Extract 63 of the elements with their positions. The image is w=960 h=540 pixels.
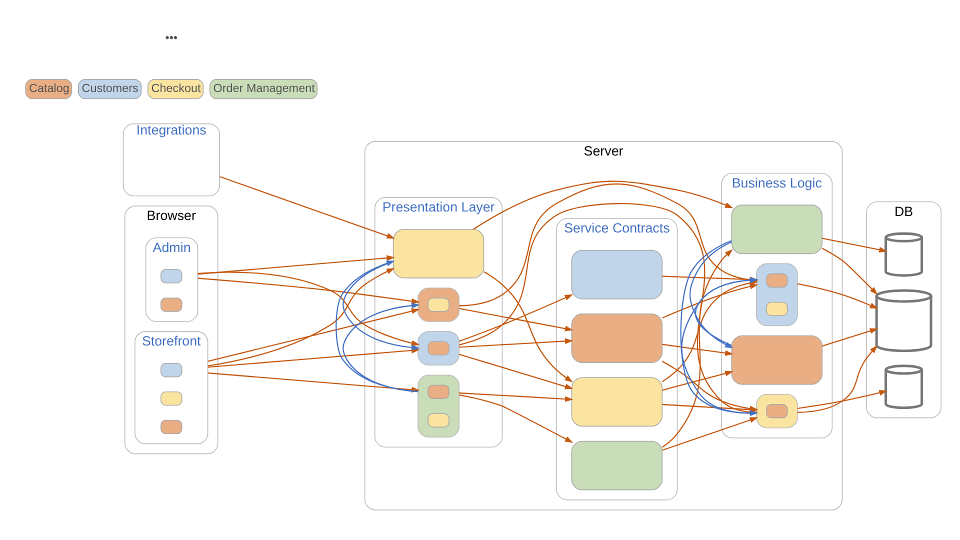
- arrow: [662, 344, 734, 356]
- arrow: [342, 261, 420, 350]
- cluster: [418, 374, 460, 438]
- node-box: [571, 250, 663, 300]
- node-box: [571, 377, 663, 427]
- arrow: [458, 308, 574, 332]
- arrow: [208, 268, 395, 367]
- node-box: [428, 298, 450, 312]
- arrow: [458, 394, 574, 443]
- node-box: [160, 420, 182, 434]
- node-box: [428, 384, 450, 399]
- cluster: [418, 331, 460, 366]
- node-box: [766, 273, 788, 288]
- arrow: [822, 238, 888, 253]
- node-box: [428, 413, 450, 428]
- arrow: [336, 260, 418, 392]
- arrow: [459, 338, 574, 348]
- node-box: [160, 391, 182, 406]
- arrow: [689, 241, 734, 348]
- node-box: [160, 298, 182, 312]
- arrow: [459, 392, 574, 402]
- node-box: [731, 335, 823, 385]
- arrow: [198, 255, 395, 275]
- node-box: [160, 269, 182, 284]
- cluster: Admin: [145, 237, 198, 322]
- arrow: [662, 249, 733, 448]
- node-box: [571, 314, 663, 363]
- arrow: [797, 345, 878, 413]
- cluster: DB: [866, 201, 942, 418]
- arrow: [484, 271, 573, 382]
- cluster: [418, 288, 460, 322]
- cluster: Presentation Layer: [374, 197, 503, 448]
- arrow: [822, 328, 878, 347]
- arrow: [822, 248, 878, 295]
- cluster: Storefront: [134, 331, 208, 444]
- cluster: Service Contracts: [556, 218, 678, 500]
- arrow: [198, 278, 420, 304]
- arrow: [662, 417, 758, 451]
- arrow: [458, 294, 574, 342]
- legend-label: Checkout: [151, 82, 201, 96]
- node-box: [766, 404, 788, 418]
- node-box: [571, 440, 663, 490]
- arrow: [662, 370, 734, 391]
- arrow: [473, 180, 734, 230]
- arrow: [797, 283, 878, 309]
- node-box: [392, 228, 484, 278]
- node-box: [731, 204, 823, 254]
- node-box: [428, 341, 450, 356]
- cluster: [756, 263, 798, 326]
- arrow: [458, 354, 574, 390]
- legend-label: Order Management: [213, 82, 315, 96]
- node-box: [160, 362, 182, 378]
- arrow: [662, 284, 758, 319]
- legend-label: Customers: [82, 82, 138, 96]
- label: •••: [165, 32, 178, 45]
- node-box: [766, 302, 788, 316]
- arrow: [219, 176, 395, 239]
- legend-label: Catalog: [28, 82, 70, 96]
- cluster: [756, 394, 798, 428]
- arrow: [198, 272, 420, 346]
- cluster: Business Logic: [721, 172, 833, 438]
- node-box: Integrations: [122, 123, 220, 196]
- arrow: [797, 390, 888, 410]
